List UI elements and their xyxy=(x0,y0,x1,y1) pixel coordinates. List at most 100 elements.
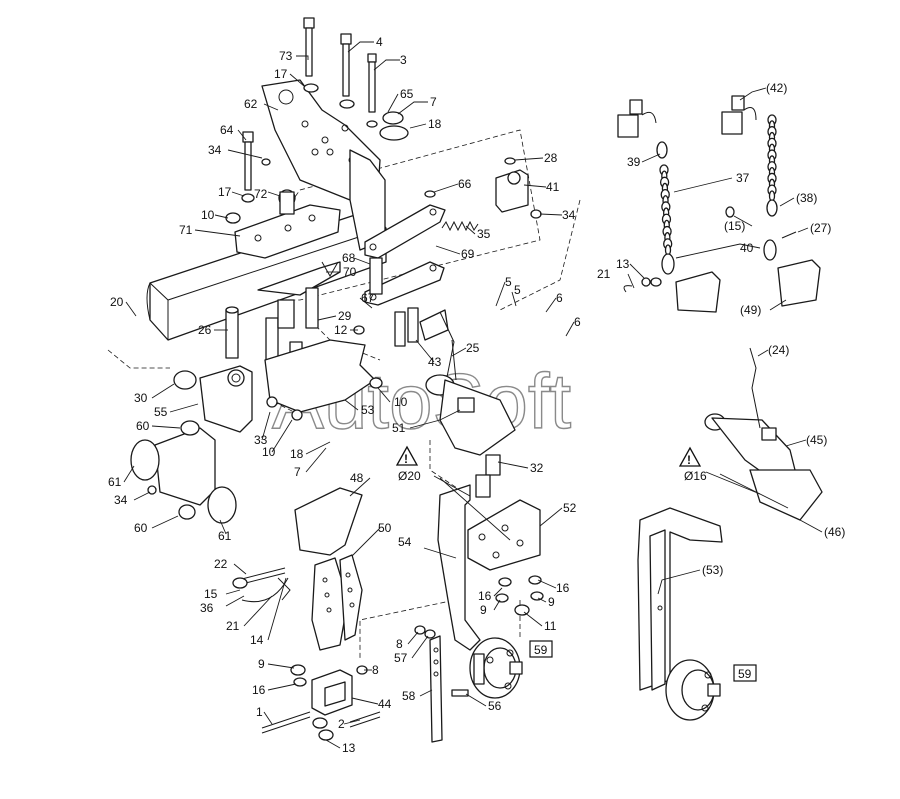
callout: 9 xyxy=(258,657,265,671)
svg-text:!: ! xyxy=(687,453,691,467)
callout: 25 xyxy=(466,341,480,355)
callout: 70 xyxy=(343,265,357,279)
callout: (53) xyxy=(702,563,723,577)
callout: 55 xyxy=(154,405,168,419)
callout: 2 xyxy=(338,717,345,731)
callout: 51 xyxy=(392,421,406,435)
callout: 15 xyxy=(204,587,218,601)
callout: 32 xyxy=(530,461,544,475)
alt-support-bracket xyxy=(637,507,723,691)
callout: 18 xyxy=(428,117,442,131)
callout: 4 xyxy=(376,35,383,49)
callout: 50 xyxy=(378,521,392,535)
ball-coupling xyxy=(425,374,516,456)
callout: 39 xyxy=(627,155,641,169)
link-arms xyxy=(364,204,446,306)
jack-bracket xyxy=(294,487,363,651)
callout: 20 xyxy=(110,295,124,309)
jack-pin-set xyxy=(232,567,291,603)
callout: 37 xyxy=(736,171,750,185)
callout: 72 xyxy=(254,187,268,201)
callout: 57 xyxy=(394,651,408,665)
callout: 22 xyxy=(214,557,228,571)
callout: (46) xyxy=(824,525,845,539)
callout: 8 xyxy=(372,663,379,677)
callout: 26 xyxy=(198,323,212,337)
callout: 52 xyxy=(563,501,577,515)
callout: 69 xyxy=(461,247,475,261)
mounting-plate xyxy=(261,79,386,251)
hitch-body xyxy=(173,365,253,433)
callout: 61 xyxy=(218,529,232,543)
callout: 34 xyxy=(208,143,222,157)
callout-labels: 73 4 3 17 65 7 62 18 64 34 28 66 41 34 1… xyxy=(108,35,845,755)
callout: 48 xyxy=(350,471,364,485)
callout: (49) xyxy=(740,303,761,317)
callout: 17 xyxy=(218,185,232,199)
callout: 7 xyxy=(430,95,437,109)
callout: 10 xyxy=(262,445,276,459)
callout: (27) xyxy=(810,221,831,235)
callout: 67 xyxy=(361,291,375,305)
wheel-hub-right xyxy=(665,659,721,721)
callout: 3 xyxy=(400,53,407,67)
support-bracket xyxy=(437,484,544,651)
callout: 36 xyxy=(200,601,214,615)
callout: 10 xyxy=(201,208,215,222)
callout: 53 xyxy=(361,403,375,417)
callout: (38) xyxy=(796,191,817,205)
callout: 16 xyxy=(252,683,266,697)
callout: 6 xyxy=(556,291,563,305)
svg-text:!: ! xyxy=(404,452,408,466)
clamp-bracket xyxy=(234,204,341,259)
spacers xyxy=(475,454,501,498)
boxed-label-59-right: 59 xyxy=(733,664,757,682)
tension-spring xyxy=(441,220,479,232)
safety-chain-assembly xyxy=(617,95,821,313)
svg-text:59: 59 xyxy=(534,643,548,657)
callout: 1 xyxy=(256,705,263,719)
callout: 21 xyxy=(226,619,240,633)
callout: 68 xyxy=(342,251,356,265)
callout: 16 xyxy=(478,589,492,603)
callout: 33 xyxy=(254,433,268,447)
callout: Ø16 xyxy=(684,469,707,483)
callout: 64 xyxy=(220,123,234,137)
callout: 61 xyxy=(108,475,122,489)
callout: 6 xyxy=(574,315,581,329)
callout: 9 xyxy=(548,595,555,609)
alt-ball-coupling xyxy=(704,347,823,521)
callout: 60 xyxy=(136,419,150,433)
callout: 40 xyxy=(740,241,754,255)
callout: 5 xyxy=(514,283,521,297)
lock-pins xyxy=(394,307,457,383)
callout: 13 xyxy=(342,741,356,755)
callout: 12 xyxy=(334,323,348,337)
callout: 29 xyxy=(338,309,352,323)
svg-text:59: 59 xyxy=(738,667,752,681)
boxed-label-59-left: 59 xyxy=(529,640,553,658)
callout: 35 xyxy=(477,227,491,241)
callout: 5 xyxy=(505,275,512,289)
callout: 16 xyxy=(556,581,570,595)
callout: 14 xyxy=(250,633,264,647)
warning-triangle-icon: ! xyxy=(395,445,419,466)
callout: 30 xyxy=(134,391,148,405)
callout: 7 xyxy=(294,465,301,479)
callout: 60 xyxy=(134,521,148,535)
callout: 9 xyxy=(480,603,487,617)
callout: 28 xyxy=(544,151,558,165)
callout: (15) xyxy=(724,219,745,233)
callout: 13 xyxy=(616,257,630,271)
bracket-41 xyxy=(424,157,542,219)
callout: 44 xyxy=(378,697,392,711)
callout: 41 xyxy=(546,180,560,194)
warning-triangle-icon: ! xyxy=(678,446,702,467)
bolts-top xyxy=(303,17,409,141)
callout: 65 xyxy=(400,87,414,101)
callout: 10 xyxy=(394,395,408,409)
callout: 8 xyxy=(396,637,403,651)
stand-bar xyxy=(414,625,469,743)
pivot-hub xyxy=(257,261,341,296)
